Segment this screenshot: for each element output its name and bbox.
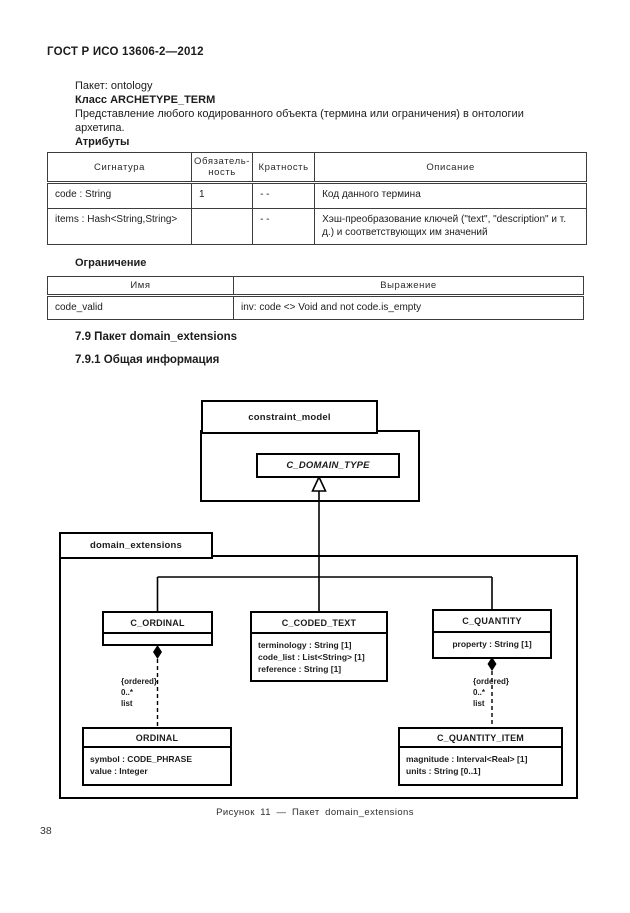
table-row: code_valid inv: code <> Void and not cod…: [47, 295, 584, 320]
attribute-line: property : String [1]: [452, 639, 532, 649]
attribute-line: reference : String [1]: [258, 664, 342, 674]
class-description: Представление любого кодированного объек…: [75, 108, 524, 134]
constraint-section-title: Ограничение: [75, 257, 147, 269]
cell-signature: code : String: [47, 182, 192, 209]
annotation-multiplicity: 0..*: [473, 688, 486, 697]
annotation-ordered: {ordered}: [473, 677, 510, 686]
package-line: Пакет: ontology: [75, 80, 153, 92]
class-title: C_DOMAIN_TYPE: [286, 460, 370, 471]
attribute-line: terminology : String [1]: [258, 640, 352, 650]
cell-mandatory: 1: [190, 182, 254, 209]
uml-class-c-coded-text: C_CODED_TEXT terminology : String [1] co…: [250, 611, 388, 682]
constraint-table: Имя Выражение code_valid inv: code <> Vo…: [47, 276, 584, 320]
uml-class-ordinal: ORDINAL symbol : CODE_PHRASE value : Int…: [82, 727, 232, 786]
class-attributes: magnitude : Interval<Real> [1] units : S…: [400, 748, 561, 784]
annotation-role: list: [121, 699, 133, 708]
cell-description: Код данного термина: [314, 182, 588, 209]
annotation-multiplicity: 0..*: [121, 688, 134, 697]
class-title: C_ORDINAL: [104, 613, 211, 634]
uml-class-c-quantity-item: C_QUANTITY_ITEM magnitude : Interval<Rea…: [398, 727, 563, 786]
attributes-table: Сигнатура Обязатель-ность Кратность Опис…: [47, 152, 588, 245]
figure-caption: Рисунок 11 — Пакет domain_extensions: [216, 807, 414, 818]
col-header-expression: Выражение: [233, 276, 584, 297]
package-label: constraint_model: [248, 411, 331, 423]
cell-constraint-name: code_valid: [47, 295, 234, 320]
attribute-line: units : String [0..1]: [406, 766, 481, 776]
section-heading-79: 7.9 Пакет domain_extensions: [75, 331, 238, 343]
table-row: code : String 1 - - Код данного термина: [47, 182, 588, 209]
col-header-description: Описание: [314, 152, 588, 184]
uml-connectors: [153, 475, 497, 727]
cell-cardinality: - -: [252, 182, 316, 209]
class-attributes-empty: [104, 634, 211, 644]
col-header-name: Имя: [47, 276, 234, 297]
annotation-ordered: {ordered}: [121, 677, 158, 686]
class-attributes: property : String [1]: [434, 633, 550, 657]
page-number: 38: [40, 825, 52, 837]
class-title: ORDINAL: [84, 729, 230, 748]
package-domain-extensions-tab: domain_extensions: [59, 532, 213, 559]
section-heading-791: 7.9.1 Общая информация: [75, 354, 220, 366]
composition-diamond-icon: [487, 657, 497, 671]
class-title: C_QUANTITY_ITEM: [400, 729, 561, 748]
col-header-mandatory: Обязатель-ность: [190, 152, 254, 184]
association-annotation-left: {ordered} 0..* list: [121, 676, 157, 709]
uml-class-c-ordinal: C_ORDINAL: [102, 611, 213, 646]
attribute-line: code_list : List<String> [1]: [258, 652, 365, 662]
class-attributes: terminology : String [1] code_list : Lis…: [252, 634, 386, 680]
attributes-label: Атрибуты: [75, 136, 130, 148]
intro-block: Пакет: ontology Класс ARCHETYPE_TERM Пре…: [75, 79, 575, 149]
cell-mandatory: [190, 208, 254, 245]
inheritance-triangle-icon: [311, 475, 327, 492]
col-header-signature: Сигнатура: [47, 152, 192, 184]
document-title: ГОСТ Р ИСО 13606-2—2012: [47, 46, 204, 58]
uml-class-c-domain-type: C_DOMAIN_TYPE: [256, 453, 400, 478]
package-label: domain_extensions: [89, 540, 183, 551]
class-title: C_CODED_TEXT: [252, 613, 386, 634]
cell-cardinality: - -: [252, 208, 316, 245]
table-row: items : Hash<String,String> - - Хэш-прео…: [47, 208, 588, 245]
association-annotation-right: {ordered} 0..* list: [473, 676, 509, 709]
class-line: Класс ARCHETYPE_TERM: [75, 94, 216, 106]
composition-diamond-icon: [153, 645, 162, 659]
attribute-line: symbol : CODE_PHRASE: [90, 754, 193, 764]
uml-class-c-quantity: C_QUANTITY property : String [1]: [432, 609, 552, 659]
col-header-cardinality: Кратность: [252, 152, 316, 184]
class-attributes: symbol : CODE_PHRASE value : Integer: [84, 748, 230, 784]
class-title: C_QUANTITY: [434, 611, 550, 633]
annotation-role: list: [473, 699, 485, 708]
attribute-line: magnitude : Interval<Real> [1]: [406, 754, 528, 764]
cell-signature: items : Hash<String,String>: [47, 208, 192, 245]
cell-constraint-expression: inv: code <> Void and not code.is_empty: [233, 295, 584, 320]
attribute-line: value : Integer: [90, 766, 148, 776]
package-constraint-model-tab: constraint_model: [201, 400, 378, 434]
cell-description: Хэш-преобразование ключей ("text", "desc…: [314, 208, 588, 245]
